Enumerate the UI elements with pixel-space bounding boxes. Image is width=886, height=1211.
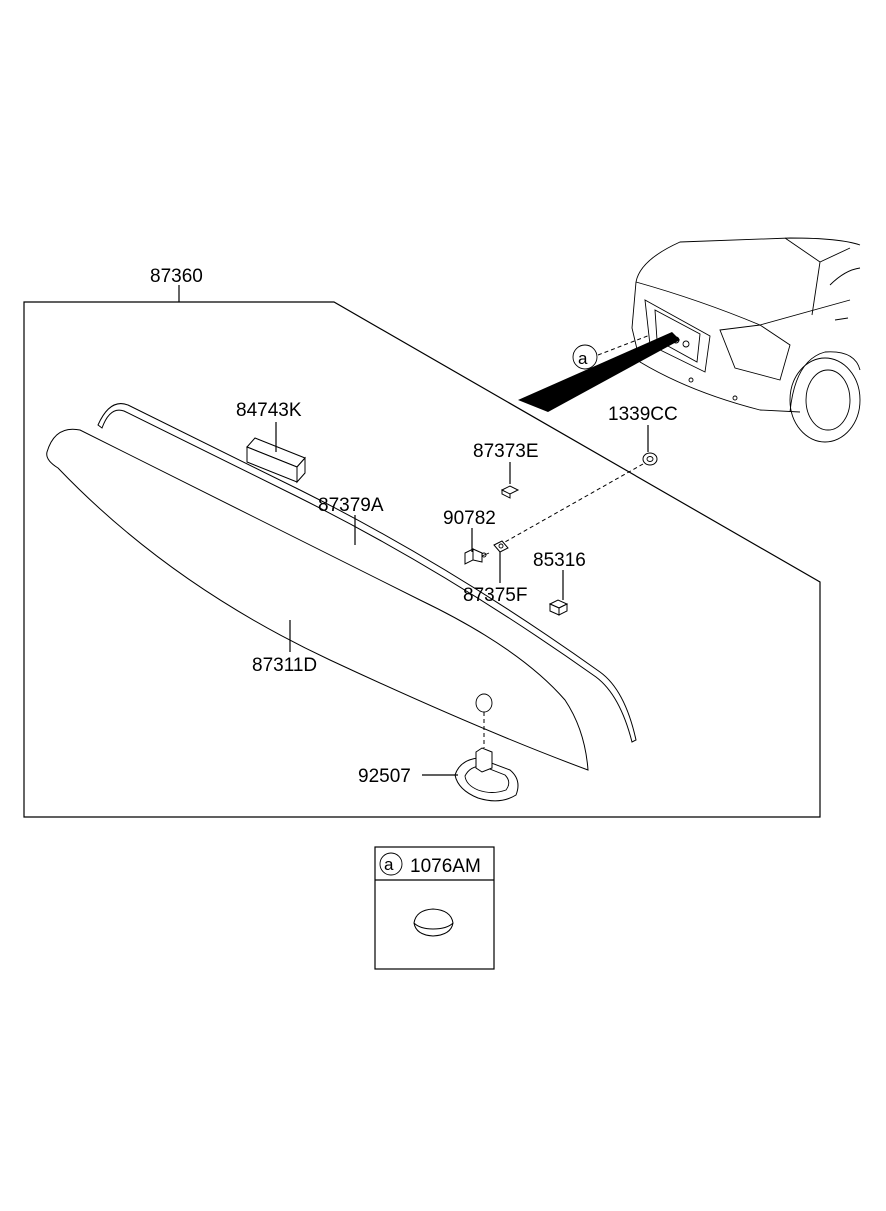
- detail-pointer-wedge: [518, 332, 680, 412]
- part-clip-e[interactable]: [500, 485, 520, 499]
- inset-marker-circle: [379, 852, 403, 876]
- part-garnish[interactable]: [46, 428, 589, 771]
- part-fastener[interactable]: [548, 599, 569, 616]
- part-plug[interactable]: [413, 908, 454, 937]
- callout-lamp[interactable]: 92507: [358, 766, 411, 787]
- part-screw[interactable]: [464, 548, 490, 565]
- callout-moulding[interactable]: 87379A: [318, 495, 384, 516]
- inset-marker-label: a: [384, 855, 394, 874]
- callout-garnish[interactable]: 87311D: [252, 655, 317, 676]
- callout-assembly[interactable]: 87360: [150, 266, 203, 287]
- callout-nut[interactable]: 1339CC: [608, 404, 678, 425]
- leader-detail-marker: [597, 334, 651, 356]
- callout-screw[interactable]: 90782: [443, 508, 496, 529]
- part-moulding[interactable]: [97, 403, 637, 743]
- callout-clip-e[interactable]: 87373E: [473, 441, 539, 462]
- part-emblem[interactable]: [246, 437, 306, 484]
- callout-clip-f[interactable]: 87375F: [463, 585, 527, 606]
- inset-part-number[interactable]: 1076AM: [410, 856, 481, 877]
- part-clip-f[interactable]: [493, 540, 509, 553]
- part-lamp[interactable]: [454, 712, 519, 802]
- car-rear-illustration: [631, 237, 861, 443]
- detail-marker-label: a: [578, 349, 588, 368]
- assembly-boundary: [23, 301, 821, 818]
- callout-fastener[interactable]: 85316: [533, 550, 586, 571]
- detail-marker-circle: [572, 344, 598, 370]
- part-nut[interactable]: [642, 452, 658, 466]
- inset-detail: a 1076AM: [374, 846, 495, 970]
- callout-emblem[interactable]: 84743K: [236, 400, 302, 421]
- centerline-nut: [504, 463, 644, 543]
